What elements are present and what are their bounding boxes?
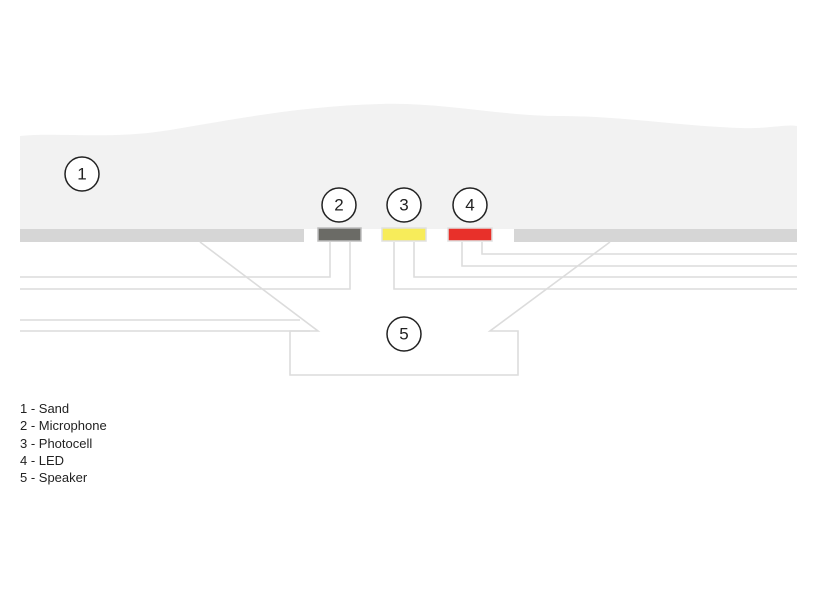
led-component xyxy=(447,227,493,242)
photocell-wire-inner xyxy=(413,242,797,278)
callout-circle xyxy=(321,187,357,223)
callout-label: 4 xyxy=(465,196,474,215)
callout-sand: 1 xyxy=(64,156,100,192)
callout-speaker: 5 xyxy=(386,316,422,352)
callout-label: 2 xyxy=(334,196,343,215)
callout-circle xyxy=(64,156,100,192)
callout-circle xyxy=(452,187,488,223)
surface-strip-right xyxy=(514,229,797,242)
legend-item-led: 4 - LED xyxy=(20,452,65,468)
callout-photocell: 3 xyxy=(386,187,422,223)
surface-strip-left xyxy=(20,229,304,242)
sand-layer xyxy=(20,103,797,229)
callout-led: 4 xyxy=(452,187,488,223)
led-wire-outer xyxy=(461,242,797,267)
legend-item-microphone: 2 - Microphone xyxy=(20,418,107,434)
callout-label: 1 xyxy=(77,165,86,184)
microphone-wire-outer xyxy=(20,242,351,290)
microphone-component xyxy=(317,227,362,242)
legend-item-sand: 1 - Sand xyxy=(20,401,70,416)
photocell-component xyxy=(381,227,427,242)
microphone-wire-inner xyxy=(20,242,331,278)
legend-item-speaker: 5 - Speaker xyxy=(20,470,88,486)
photocell-wire-outer xyxy=(393,242,797,290)
legend: 1 - Sand 2 - Microphone 3 - Photocell 4 … xyxy=(20,400,107,486)
callout-circle xyxy=(386,187,422,223)
callout-circle xyxy=(386,316,422,352)
callout-label: 5 xyxy=(399,325,408,344)
callout-microphone: 2 xyxy=(321,187,357,223)
led-wire-inner xyxy=(481,242,797,255)
speaker-enclosure xyxy=(199,241,611,376)
callout-label: 3 xyxy=(399,196,408,215)
legend-item-photocell: 3 - Photocell xyxy=(20,435,93,451)
